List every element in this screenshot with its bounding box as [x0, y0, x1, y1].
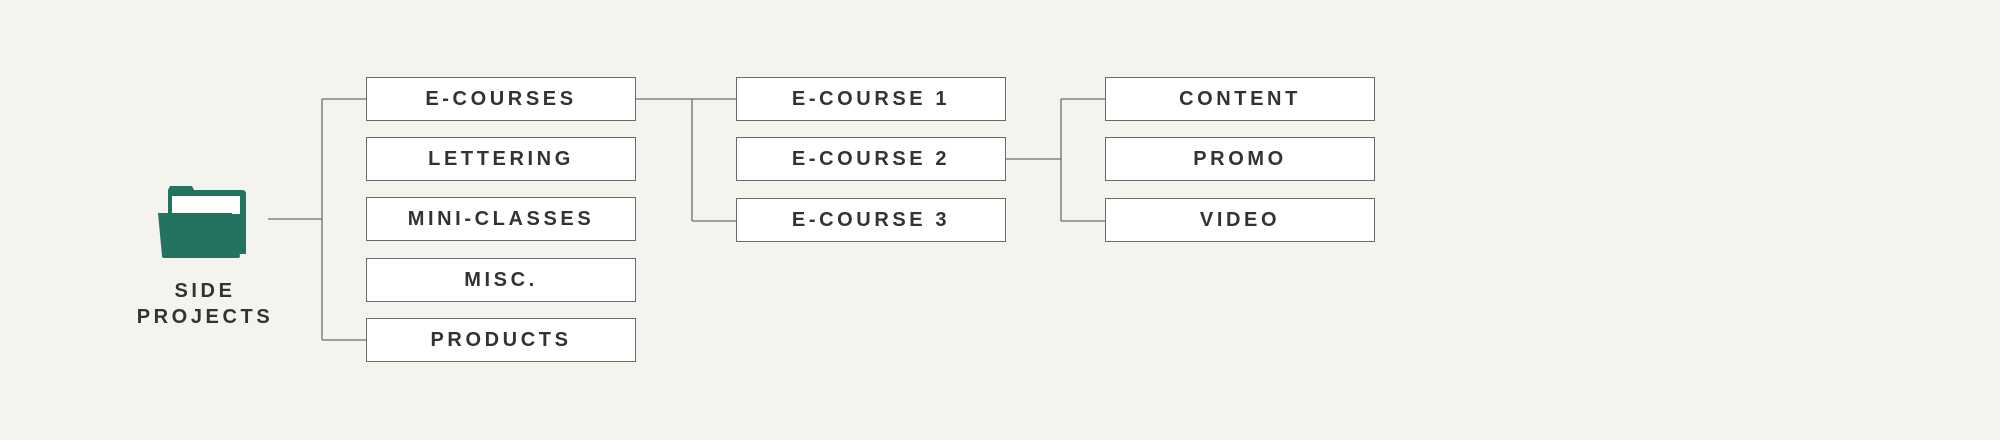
node-e-course-1: E-COURSE 1 — [736, 77, 1006, 121]
node-e-course-2: E-COURSE 2 — [736, 137, 1006, 181]
node-content: CONTENT — [1105, 77, 1375, 121]
node-misc: MISC. — [366, 258, 636, 302]
node-label: E-COURSES — [425, 87, 577, 110]
node-label: LETTERING — [428, 147, 574, 170]
node-label: E-COURSE 3 — [791, 208, 951, 231]
node-label: CONTENT — [1179, 87, 1301, 110]
node-label: E-COURSE 1 — [791, 87, 951, 110]
node-e-courses: E-COURSES — [366, 77, 636, 121]
folder-icon — [158, 186, 246, 258]
node-mini-classes: MINI-CLASSES — [366, 197, 636, 241]
node-label: PRODUCTS — [430, 328, 572, 351]
node-lettering: LETTERING — [366, 137, 636, 181]
root-label-line2: PROJECTS — [136, 306, 274, 328]
root-label: SIDE PROJECTS — [120, 278, 290, 330]
node-label: PROMO — [1193, 147, 1287, 170]
node-label: E-COURSE 2 — [791, 147, 951, 170]
node-label: MISC. — [464, 268, 538, 291]
root-label-line1: SIDE — [174, 280, 236, 302]
node-label: MINI-CLASSES — [407, 207, 595, 230]
node-label: VIDEO — [1199, 208, 1281, 231]
node-products: PRODUCTS — [366, 318, 636, 362]
node-promo: PROMO — [1105, 137, 1375, 181]
node-video: VIDEO — [1105, 198, 1375, 242]
node-e-course-3: E-COURSE 3 — [736, 198, 1006, 242]
